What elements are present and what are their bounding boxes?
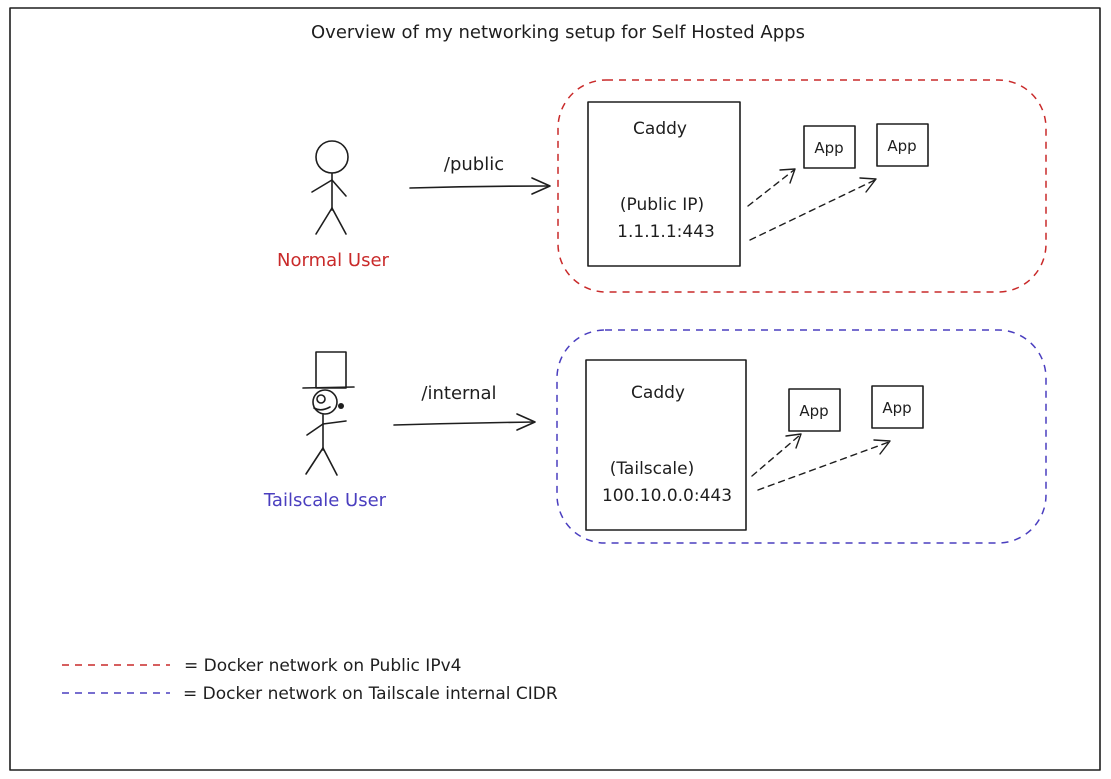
internal-app-label-1: App	[799, 402, 828, 420]
internal-app-arrows	[751, 433, 891, 491]
public-app-arrows	[747, 168, 877, 241]
internal-route-arrow	[393, 413, 536, 431]
public-app-label-1: App	[814, 139, 843, 157]
public-route-arrow	[409, 177, 551, 195]
public-section: Normal User /public Caddy (Public IP) 1.…	[277, 79, 1047, 293]
public-app-box-2	[876, 123, 929, 167]
public-app-box-1	[803, 125, 856, 169]
tailscale-user-figure	[302, 351, 355, 476]
normal-user-figure	[311, 140, 349, 235]
legend-internal-text: = Docker network on Tailscale internal C…	[183, 684, 558, 704]
internal-app-box-2	[871, 385, 924, 429]
tailscale-user-label: Tailscale User	[263, 490, 387, 511]
internal-caddy-box	[585, 359, 747, 531]
outer-frame	[9, 7, 1101, 771]
public-route-label: /public	[444, 154, 504, 175]
normal-user-label: Normal User	[277, 250, 389, 271]
legend-public-text: = Docker network on Public IPv4	[184, 656, 461, 676]
public-caddy-address: 1.1.1.1:443	[617, 222, 715, 242]
diagram-title: Overview of my networking setup for Self…	[311, 22, 805, 43]
internal-app-label-2: App	[882, 399, 911, 417]
internal-network-boundary	[556, 329, 1047, 544]
legend: = Docker network on Public IPv4 = Docker…	[62, 656, 558, 704]
internal-section: Tailscale User /internal Caddy (Tailscal…	[263, 329, 1047, 544]
public-network-boundary	[557, 79, 1047, 293]
internal-app-box-1	[788, 388, 841, 432]
internal-route-label: /internal	[421, 383, 496, 404]
internal-caddy-address: 100.10.0.0:443	[602, 486, 732, 506]
public-app-label-2: App	[887, 137, 916, 155]
public-caddy-box	[587, 101, 741, 267]
internal-caddy-name: Caddy	[631, 383, 685, 403]
public-caddy-detail: (Public IP)	[620, 195, 704, 215]
internal-caddy-detail: (Tailscale)	[610, 459, 695, 479]
public-caddy-name: Caddy	[633, 119, 687, 139]
